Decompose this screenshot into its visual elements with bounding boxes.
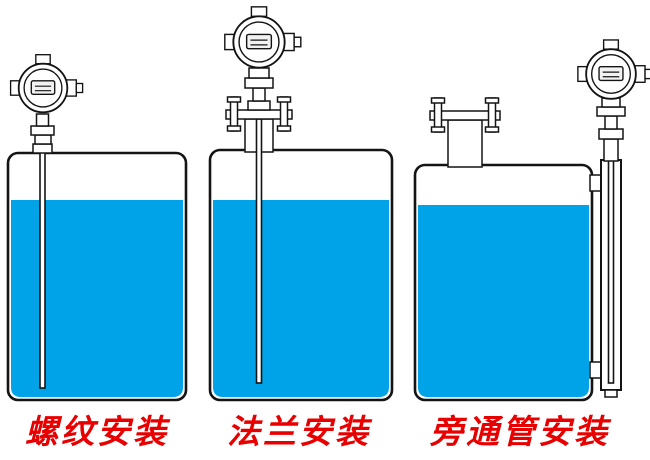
probe-rod [39,147,46,389]
label-threaded-mount: 螺纹安装 [25,412,171,451]
liquid-fill [418,205,589,397]
hex-nut [598,128,624,140]
probe-rod [607,149,615,384]
tank-outline [6,151,188,402]
liquid-fill [11,200,183,397]
sensor-neck [604,115,618,130]
sensor-neck [35,113,50,127]
transmitter-head [576,39,650,100]
hex-nut [247,100,271,111]
nozzle-stub [447,119,483,168]
terminal-block [244,77,274,89]
liquid-fill [213,200,389,397]
tank-outline [208,148,394,402]
pipe-cap [603,138,619,162]
threaded-coupling [32,143,53,154]
transmitter-head [9,53,84,114]
threaded-installation-figure [6,53,188,402]
terminal-block [248,67,270,79]
label-bypass-mount: 旁通管安装 [429,412,612,451]
flange-installation-figure [208,5,394,402]
bypass-installation-figure [413,39,650,402]
sensor-neck [252,87,266,102]
hex-nut [596,106,626,117]
probe-rod [255,118,263,384]
tank-outline [413,163,594,402]
label-flange-mount: 法兰安装 [227,412,373,451]
hex-nut [34,134,52,145]
bypass-drain-plug [604,389,618,398]
transmitter-head [223,5,302,69]
flange-plate [429,110,501,121]
hex-nut [30,125,55,136]
